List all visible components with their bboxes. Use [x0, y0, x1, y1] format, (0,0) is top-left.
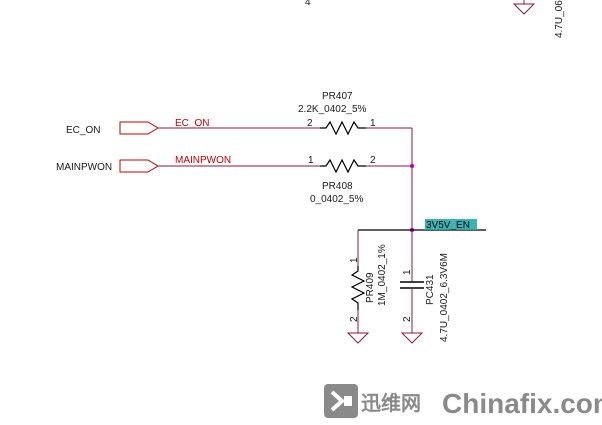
pr408-ref: PR408	[322, 181, 353, 192]
port-ec-on	[119, 121, 159, 135]
net-highlight-3v5v-en	[425, 219, 477, 230]
net-label-3v5v-en: 3V5V_EN	[426, 220, 470, 231]
pr409-resistor-symbol	[350, 266, 366, 310]
port-label-mainpwon: MAINPWON	[56, 162, 112, 173]
pr409-ground-symbol	[346, 332, 370, 344]
pc431-ground-symbol	[400, 332, 424, 344]
net-label-mainpwon: MAINPWON	[175, 155, 231, 166]
top-partial-label-right: 4.7U_06	[554, 0, 565, 38]
pc431-pin-top: 1	[402, 269, 413, 275]
watermark-en: Chinafix.com	[442, 388, 602, 419]
pr408-pin-left: 1	[308, 155, 314, 166]
pr407-value: 2.2K_0402_5%	[298, 104, 367, 115]
pr409-pin-bottom: 2	[349, 316, 360, 322]
pc431-value: 4.7U_0402_6.3V6M	[439, 253, 450, 342]
top-ground-symbol	[512, 0, 536, 15]
pr408-pin-right: 2	[370, 155, 376, 166]
pc431-pin-bottom: 2	[402, 316, 413, 322]
pr409-value: 1M_0402_1%	[377, 244, 388, 306]
pr408-resistor-symbol	[320, 158, 366, 174]
pr409-ref: PR409	[365, 272, 376, 303]
port-label-ec-on: EC_ON	[66, 125, 100, 136]
pr407-resistor-symbol	[320, 120, 366, 136]
watermark-cn: 迅维网	[361, 391, 421, 415]
pr408-value: 0_0402_5%	[310, 194, 363, 205]
pr409-pin-top: 1	[349, 257, 360, 263]
pr407-pin-left: 2	[307, 118, 313, 129]
pc431-ref: PC431	[425, 274, 436, 305]
top-partial-label-left: 4	[305, 0, 311, 8]
pr407-pin-right: 1	[370, 118, 376, 129]
pr407-ref: PR407	[322, 91, 353, 102]
junction-dot-mainpwon	[409, 163, 415, 169]
net-label-ec-on: EC_ON	[175, 118, 209, 129]
port-mainpwon	[119, 159, 159, 173]
watermark-logo	[324, 384, 358, 418]
